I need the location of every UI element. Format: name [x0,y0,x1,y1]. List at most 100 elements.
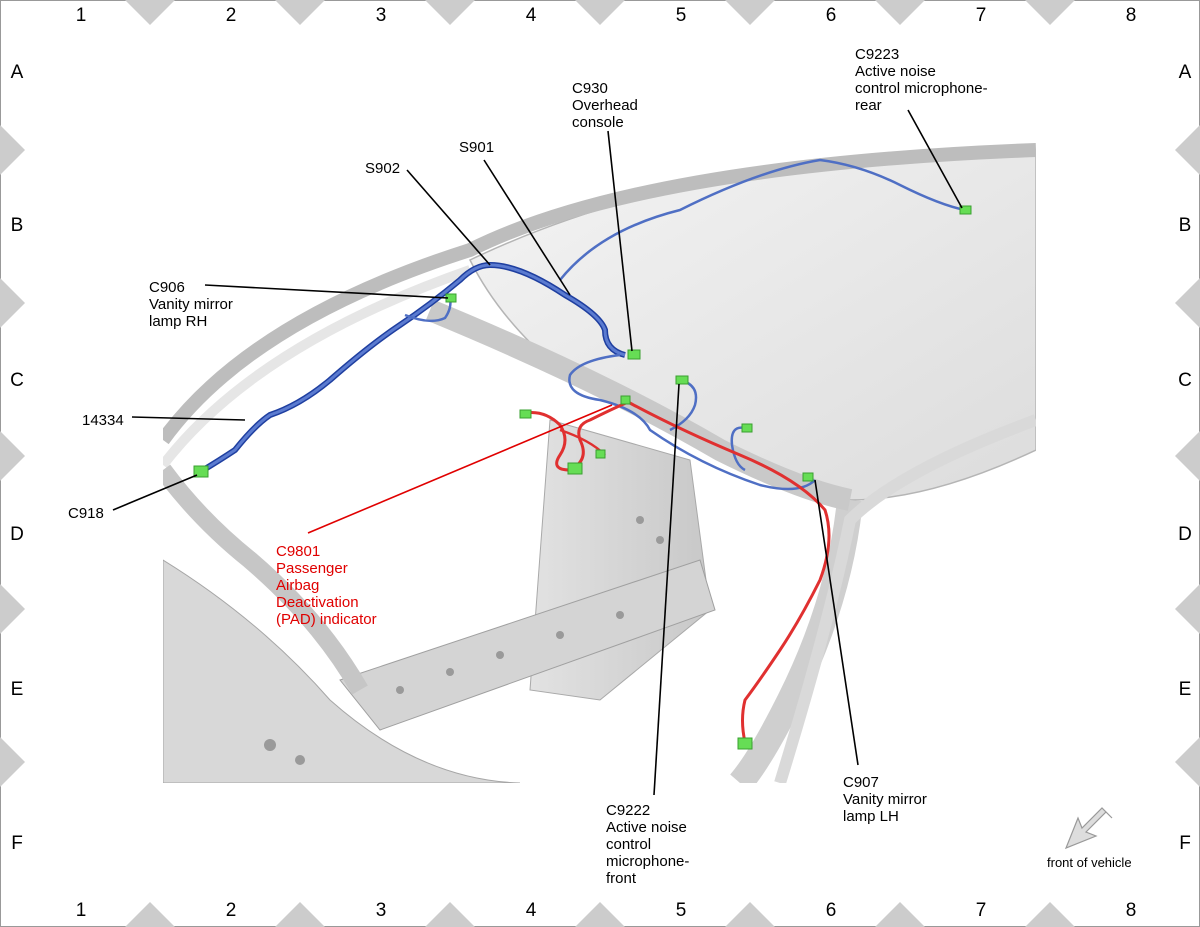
left-rail-branch [568,353,816,491]
border-marker [125,902,175,927]
front-of-vehicle-label: front of vehicle [1047,855,1132,870]
left-roof-rail [774,414,1036,783]
grid-column-label: 8 [1126,5,1137,26]
leader-c907 [814,479,859,766]
connectors [193,205,972,750]
border-marker [725,902,775,927]
connector-c9222 [675,375,689,385]
front-mic-branch [669,378,698,432]
connector-rail-lower [737,737,753,750]
grid-column-label: 7 [976,5,987,26]
leader-c9223 [907,109,963,209]
grid-column-label: 8 [1126,900,1137,921]
connector-center [741,423,753,433]
body-holes [264,516,664,765]
vehicle-body-illustration [163,143,1036,783]
grid-column-label: 4 [526,5,537,26]
leader-lines [112,109,963,796]
connector-c907 [802,472,814,482]
connector-c9801 [620,395,631,405]
grid-column-label: 6 [826,900,837,921]
grid-column-label: 6 [826,5,837,26]
callout-c918: C918 [68,505,104,522]
leader-c9222 [653,383,680,796]
border-marker [875,0,925,25]
leader-c906 [204,284,449,299]
connector-c9223 [959,205,972,215]
cross-member [339,559,716,731]
grid-column-label: 5 [676,5,687,26]
grid-column-label: 1 [76,900,87,921]
harness-14334-highlight [199,263,626,474]
grid-row-label: C [10,370,24,391]
grid-row-label: D [10,524,24,545]
center-branch [730,426,746,472]
callout-s902: S902 [365,160,400,177]
right-roof-rail [163,143,1036,445]
right-roof-rail-inner [163,265,472,469]
border-marker [1175,125,1200,175]
grid-row-label: E [1179,679,1192,700]
grid-column-label: 3 [376,900,387,921]
front-of-vehicle-indicator: front of vehicle [1047,807,1132,870]
border-marker [0,125,25,175]
grid-labels: 1 2 3 4 5 6 7 8 1 2 3 4 5 6 7 8 A B C D … [10,5,1192,921]
grid-row-label: D [1178,524,1192,545]
border-marker [1025,902,1075,927]
right-a-pillar [163,464,368,695]
callout-14334: 14334 [82,412,124,429]
grid-column-label: 4 [526,900,537,921]
leader-c930 [607,130,633,352]
vanity-rh-branch [404,297,452,323]
grid-row-label: E [11,679,24,700]
connector-pad-3 [595,449,606,459]
connector-pad-2 [567,462,583,475]
grid-row-label: A [11,62,24,83]
grid-row-label: F [1179,833,1191,854]
callout-c906: C906 Vanity mirror lamp RH [149,279,237,330]
lower-body-structure [163,559,521,783]
grid-column-label: 3 [376,5,387,26]
grid-column-label: 2 [226,900,237,921]
grid-row-label: C [1178,370,1192,391]
border-marker [0,431,25,481]
leader-c918 [112,474,198,511]
border-marker [1175,737,1200,787]
border-marker [1175,278,1200,328]
callout-c9223: C9223 Active noise control microphone- r… [855,46,992,114]
connector-c918 [193,465,209,478]
border-marker [0,584,25,634]
leader-s902 [406,169,491,266]
border-marker [875,902,925,927]
border-marker [275,0,325,25]
callout-c930: C930 Overhead console [572,80,642,131]
border-marker [1175,431,1200,481]
callout-s901: S901 [459,139,494,156]
rear-mic-branch [559,158,966,281]
grid-column-label: 2 [226,5,237,26]
border-marker [1175,584,1200,634]
border-marker [0,737,25,787]
grid-column-label: 5 [676,900,687,921]
grid-column-label: 7 [976,900,987,921]
border-marker [425,0,475,25]
leader-14334 [131,416,246,421]
border-marker [0,278,25,328]
connector-pad-1 [519,409,532,419]
callout-c9801: C9801 Passenger Airbag Deactivation (PAD… [276,543,377,628]
grid-column-label: 1 [76,5,87,26]
border-marker [425,902,475,927]
border-marker [575,0,625,25]
border-marker [125,0,175,25]
border-marker [1025,0,1075,25]
border-marker [725,0,775,25]
grid-row-label: A [1179,62,1192,83]
overhead-harness [198,158,966,491]
connector-c930 [627,349,641,360]
front-arrow-icon [1064,807,1113,850]
leader-s901 [483,159,571,296]
grid-row-label: B [11,215,24,236]
